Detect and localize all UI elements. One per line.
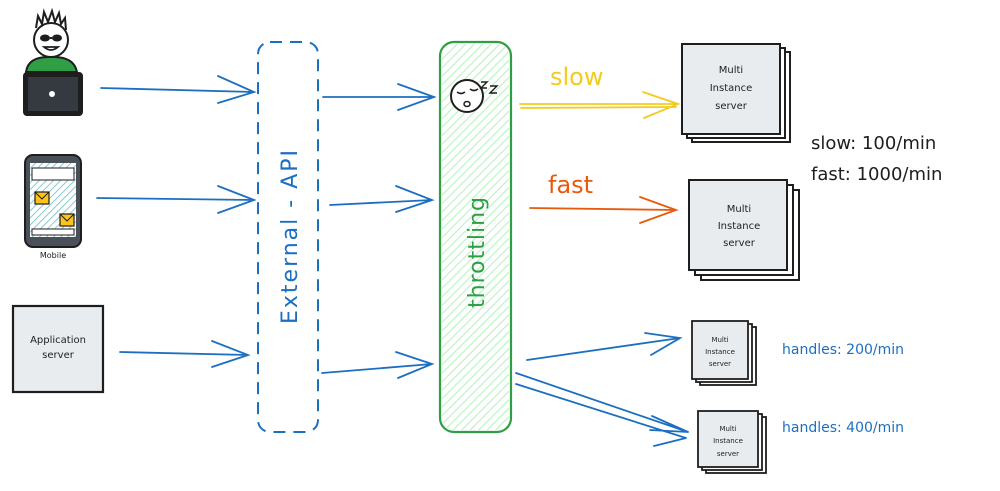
sleeping-face-icon [450, 79, 499, 113]
handles-400-text: handles: 400/min [782, 420, 904, 436]
user-laptop-icon [23, 7, 83, 116]
server-400-line2: Instance [713, 437, 743, 445]
slow-route-label: slow [550, 63, 603, 91]
server-200-line1: Multi [711, 336, 728, 344]
arrow-to-server-400-b [515, 383, 687, 447]
mobile-label: Mobile [40, 251, 66, 260]
slow-route-arrow [519, 91, 681, 119]
fast-limit-text: fast: 1000/min [811, 164, 942, 185]
throttle-to-small-servers-arrows [515, 332, 689, 447]
server-fast-line2: Instance [718, 221, 761, 232]
fast-route-label: fast [548, 171, 593, 199]
arrow-mobile-to-api [96, 185, 257, 214]
application-server-box [11, 304, 105, 394]
throttling-hatch-fill [442, 44, 509, 430]
handles-200-text: handles: 200/min [782, 342, 904, 358]
arrow-api-to-throttle-3 [321, 351, 435, 379]
server-400-line1: Multi [719, 425, 736, 433]
external-api-label: External - API [278, 148, 303, 324]
arrow-to-server-200 [526, 332, 683, 361]
server-fast-line1: Multi [727, 204, 751, 215]
server-200-line2: Instance [705, 348, 735, 356]
client-to-gateway-arrows [96, 75, 257, 368]
fast-route-arrow [529, 196, 679, 224]
multi-instance-server-fast [688, 179, 800, 281]
multi-instance-server-200 [691, 320, 757, 386]
arrow-api-to-throttle-1 [322, 83, 437, 111]
arrow-api-to-throttle-2 [329, 185, 435, 213]
mobile-phone-icon [24, 154, 82, 248]
slow-limit-text: slow: 100/min [811, 133, 936, 154]
server-400-line3: server [717, 450, 739, 458]
server-200-line3: server [709, 360, 731, 368]
server-slow-line2: Instance [710, 83, 753, 94]
server-slow-line3: server [715, 101, 748, 112]
server-slow-line1: Multi [719, 65, 743, 76]
arrow-laptop-to-api [100, 75, 257, 104]
multi-instance-server-400 [697, 410, 767, 474]
server-fast-line3: server [723, 238, 756, 249]
throttling-label: throttling [465, 196, 490, 308]
gateway-to-throttle-arrows [321, 83, 437, 379]
arrow-to-server-400-a [515, 372, 689, 433]
application-server-label-line1: Application [30, 335, 86, 346]
arrow-appserver-to-api [119, 340, 251, 368]
application-server-label-line2: server [42, 350, 75, 361]
multi-instance-server-slow [681, 43, 791, 143]
